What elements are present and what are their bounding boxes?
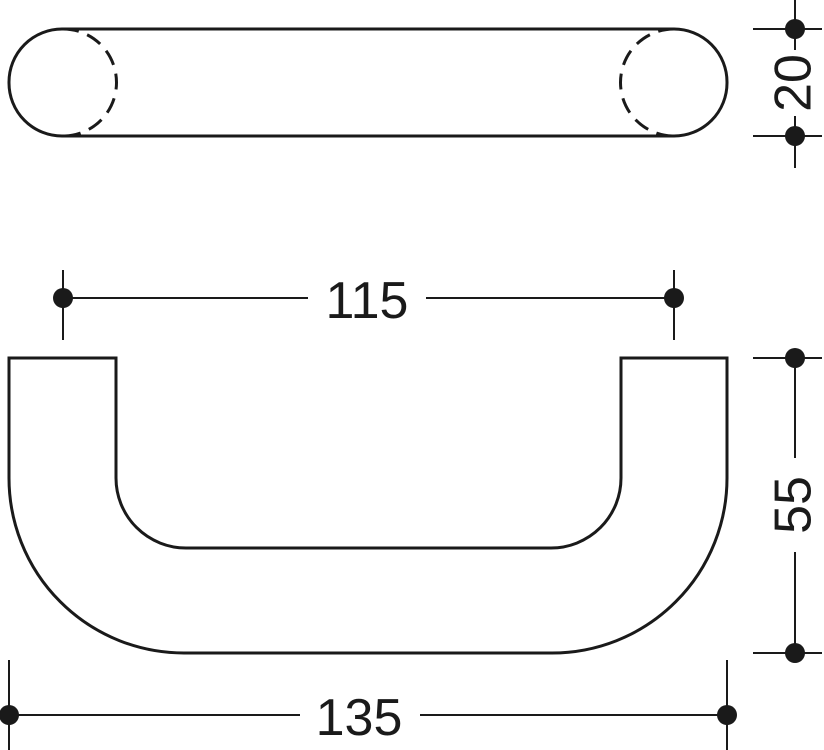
dimension-label-thickness: 20: [765, 54, 823, 112]
dimension-thickness: 20: [753, 0, 823, 168]
dimension-dot: [664, 288, 684, 308]
u-handle-outline: [7, 356, 729, 655]
dimension-dot: [785, 348, 805, 368]
dimension-dot: [53, 288, 73, 308]
dimension-depth: 55: [753, 348, 823, 663]
dimension-dot: [785, 126, 805, 146]
dimension-label-inner-width: 115: [326, 272, 409, 330]
top-view-outline: [7, 27, 729, 138]
dimension-outer-width: 135: [0, 660, 737, 750]
dimension-label-outer-width: 135: [316, 689, 403, 747]
dimension-dot: [717, 705, 737, 725]
dimension-inner-width: 115: [53, 270, 684, 340]
front-view: [7, 356, 729, 655]
top-view: [7, 27, 729, 138]
dimension-label-depth: 55: [765, 476, 823, 534]
dimension-dot: [785, 19, 805, 39]
dimension-dot: [0, 705, 19, 725]
dimension-dot: [785, 643, 805, 663]
hidden-arc-left: [62, 27, 118, 138]
hidden-arc-right: [619, 27, 675, 138]
